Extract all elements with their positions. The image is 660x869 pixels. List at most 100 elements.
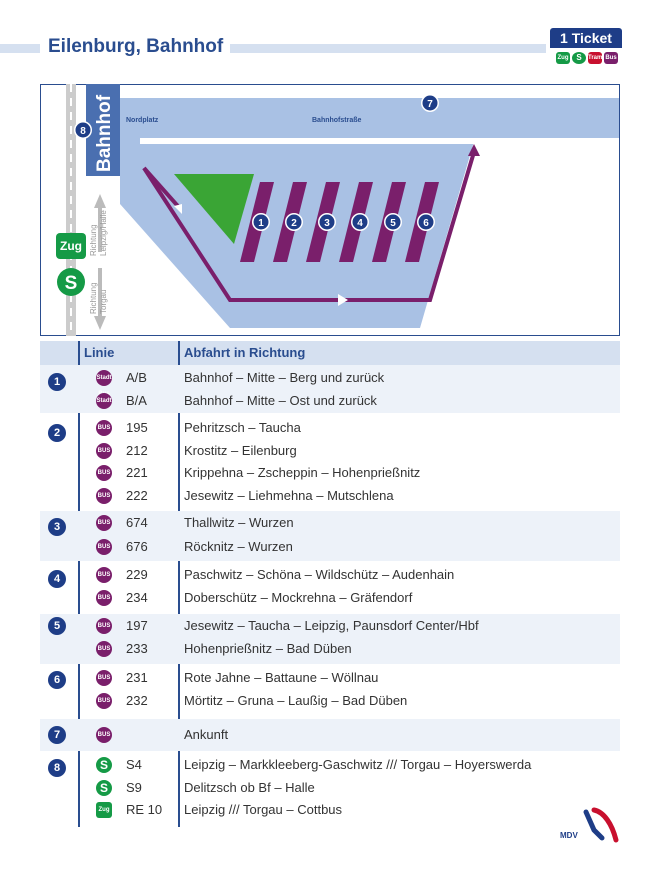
stop-5-label: 5 <box>390 218 396 229</box>
stop-group-7: 7 BUS Ankunft <box>40 719 620 751</box>
bus-route <box>142 151 476 302</box>
line-number: 234 <box>126 590 148 605</box>
table-row: BUS 231 Rote Jahne – Battaune – Wöllnau <box>40 667 620 689</box>
line-number: 195 <box>126 420 148 435</box>
sbahn-icon: S <box>572 52 586 64</box>
line-number: 221 <box>126 465 148 480</box>
line-number: RE 10 <box>126 802 163 817</box>
table-row: S S4 Leipzig – Markkleeberg-Gaschwitz //… <box>40 754 620 776</box>
stop-badge: 1 <box>48 373 66 391</box>
stop-5-marker <box>385 214 401 230</box>
bus-icon: BUS <box>96 641 112 657</box>
label-bahnhofstrasse: Bahnhofstraße <box>312 117 362 124</box>
stop-8-label: 8 <box>80 126 86 137</box>
table-row: BUS 212 Krostitz – Eilenburg <box>40 440 620 462</box>
stop-1-label: 1 <box>258 218 264 229</box>
stop-7-marker <box>422 95 438 111</box>
plaza-divider <box>140 138 480 144</box>
stop-group-8: 8 S S4 Leipzig – Markkleeberg-Gaschwitz … <box>40 753 620 825</box>
column-divider-right <box>178 341 180 827</box>
stop-4-marker <box>352 214 368 230</box>
station-map: Bahnhof Richtung Leipzig/Halle Richtung … <box>40 84 620 336</box>
ticket-badge: 1 Ticket Zug S Tram Bus <box>550 28 622 70</box>
table-row: Stadt Bus B/A Bahnhof – Mitte – Ost und … <box>40 390 620 420</box>
bus-icon: BUS <box>96 670 112 686</box>
label-richtung-leipzig-1: Richtung <box>89 224 98 256</box>
sbahn-icon <box>57 268 85 296</box>
table-row: BUS 676 Röcknitz – Wurzen <box>40 536 620 558</box>
table-row: BUS Ankunft <box>40 724 620 746</box>
sbahn-icon: S <box>96 757 112 773</box>
stop-2-label: 2 <box>291 218 297 229</box>
destination: Rote Jahne – Battaune – Wöllnau <box>184 670 379 685</box>
stop-group-2: 2 BUS 195 Pehritzsch – Taucha BUS 212 Kr… <box>40 416 620 508</box>
mdv-logo: MDV <box>560 807 619 843</box>
line-number: 231 <box>126 670 148 685</box>
arrow-down-icon <box>94 316 106 330</box>
ticket-label: 1 Ticket <box>550 28 622 48</box>
mdv-logo-text: MDV <box>560 831 578 840</box>
table-row: BUS 233 Hohenprießnitz – Bad Düben <box>40 638 620 660</box>
destination: Ankunft <box>184 727 229 742</box>
zug-icon: Zug <box>96 802 112 818</box>
stadtbus-icon: Stadt Bus <box>96 393 112 420</box>
table-row: S S9 Delitzsch ob Bf – Halle <box>40 777 620 799</box>
stop-badge: 6 <box>48 671 66 689</box>
label-richtung-leipzig-2: Leipzig/Halle <box>99 210 108 256</box>
road-bahnhofstrasse <box>120 98 619 138</box>
route-arrow-icon <box>468 144 480 156</box>
table-row: BUS 221 Krippehna – Zscheppin – Hohenpri… <box>40 462 620 484</box>
label-nordplatz: Nordplatz <box>126 117 159 124</box>
table-row: BUS 222 Jesewitz – Liehmehna – Mutschlen… <box>40 485 620 507</box>
bus-icon: BUS <box>96 539 112 555</box>
stop-group-3: 3 BUS 674 Thallwitz – Wurzen BUS 676 Röc… <box>40 511 620 561</box>
stop-6-marker <box>418 214 434 230</box>
header-bar-right <box>230 44 546 53</box>
stop-3-marker <box>319 214 335 230</box>
mdv-logo-stroke-red <box>591 807 619 843</box>
table-row: BUS 234 Doberschütz – Mockrehna – Gräfen… <box>40 587 620 609</box>
page-title: Eilenburg, Bahnhof <box>48 36 224 57</box>
line-number: 197 <box>126 618 148 633</box>
line-number: 676 <box>126 539 148 554</box>
destination: Pehritzsch – Taucha <box>184 420 301 435</box>
destination: Jesewitz – Liehmehna – Mutschlena <box>184 488 394 503</box>
line-number: 222 <box>126 488 148 503</box>
bus-icon: BUS <box>96 420 112 436</box>
stop-4-label: 4 <box>357 218 363 229</box>
tram-icon: Tram <box>588 52 602 64</box>
line-number: S4 <box>126 757 142 772</box>
header-bar-left <box>0 44 40 53</box>
column-divider-left <box>78 341 80 827</box>
label-bahnhof: Bahnhof <box>94 94 115 172</box>
destination: Hohenprießnitz – Bad Düben <box>184 641 352 656</box>
line-number: 212 <box>126 443 148 458</box>
destination: Bahnhof – Mitte – Berg und zurück <box>184 370 385 385</box>
stadtbus-icon: Stadt Bus <box>96 370 112 397</box>
stop-2-marker <box>286 214 302 230</box>
bus-icon: BUS <box>96 590 112 606</box>
label-richtung-torgau-1: Richtung <box>89 282 98 314</box>
stop-badge: 7 <box>48 726 66 744</box>
line-number: 232 <box>126 693 148 708</box>
line-number: B/A <box>126 393 147 408</box>
stop-group-1: 1 Stadt Bus A/B Bahnhof – Mitte – Berg u… <box>40 365 620 420</box>
stop-group-5: 5 BUS 197 Jesewitz – Taucha – Leipzig, P… <box>40 614 620 664</box>
stop-badge: 3 <box>48 518 66 536</box>
destination: Krippehna – Zscheppin – Hohenprießnitz <box>184 465 421 480</box>
stop-1-marker <box>253 214 269 230</box>
table-row: BUS 197 Jesewitz – Taucha – Leipzig, Pau… <box>40 615 620 637</box>
green-area <box>174 174 254 244</box>
table-row: BUS 232 Mörtitz – Gruna – Laußig – Bad D… <box>40 690 620 712</box>
bus-icon: BUS <box>96 693 112 709</box>
zug-icon <box>56 233 86 259</box>
destination: Delitzsch ob Bf – Halle <box>184 780 315 795</box>
stop-badge: 2 <box>48 424 66 442</box>
stop-7-label: 7 <box>427 99 433 110</box>
destination: Jesewitz – Taucha – Leipzig, Paunsdorf C… <box>184 618 479 633</box>
stop-6-label: 6 <box>423 218 429 229</box>
train-icon: Zug <box>556 52 570 64</box>
platform-stop-markers: 1 2 3 4 5 6 <box>252 213 435 231</box>
destination: Leipzig /// Torgau – Cottbus <box>184 802 343 817</box>
bus-icon: BUS <box>96 515 112 531</box>
